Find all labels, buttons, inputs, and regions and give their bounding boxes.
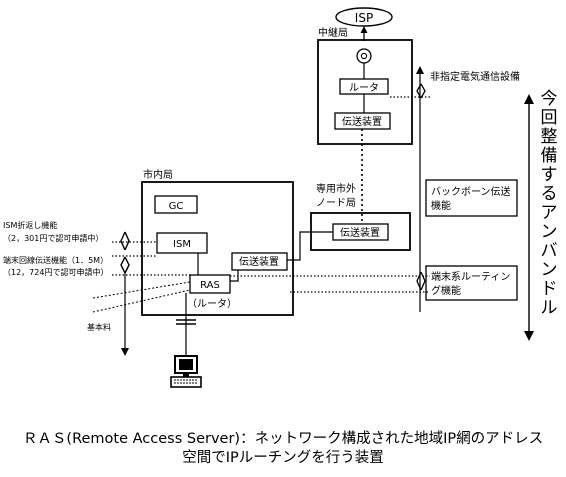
city-station-label: 市内局 [143,168,173,181]
routing-function-line2: グ機能 [431,284,461,297]
line-fee-label-2: （12，724円で認可申請中） [3,267,108,277]
ras-caption: ＲＡＳ(Remote Access Server)：ネットワーク構成された地域I… [0,430,566,468]
relay-transmission-label: 伝送装置 [342,115,382,128]
toll-station-label-2: ノード局 [316,197,356,209]
ras-box [189,274,231,294]
relay-station-box [317,39,413,145]
routing-function-line1: 端末系ルーティン [431,270,510,283]
ism-label: ISM [173,239,191,250]
network-diagram: ISP 中継局 ルータ 伝送装置 非指定電気通信設備 専用市外 ノード局 伝送装… [3,7,558,388]
backbone-function-box [425,179,518,217]
unbundle-arrow-bottom [524,331,534,341]
ras-label: RAS [200,280,220,291]
non-designated-label: 非指定電気通信設備 [430,70,520,83]
toll-transmission-label: 伝送装置 [340,226,380,239]
city-transmission-label: 伝送装置 [239,255,279,268]
unbundle-vertical-label: 今回整備するアンバンドル [541,89,558,318]
ism-fee-label-2: （2，301円で認可申請中） [3,233,103,243]
line-fee-label-1: 端末回線伝送機能（1．5M） [3,255,108,265]
line-marker-right [124,256,130,274]
backbone-function-line1: バックボーン伝送 [431,185,511,198]
unbundle-vertical-text: 今回整備するアンバンドル [541,89,558,318]
isp-label: ISP [355,11,373,25]
relay-node-inner [360,52,368,60]
toll-station-label-1: 専用市外 [316,182,356,195]
diag-dashed-1 [92,281,191,299]
caption-line-1: ＲＡＳ(Remote Access Server)：ネットワーク構成された地域I… [22,431,544,447]
caption-line-2: 空間でIPルーチングを行う装置 [182,450,384,466]
basic-fee-label: 基本料 [87,322,111,332]
gc-label: GC [169,201,184,212]
non-designated-marker-right [420,83,426,99]
ism-marker-left [120,231,126,251]
relay-node-outer [356,48,372,64]
ism-marker-right [124,231,130,251]
gc-box [154,195,198,214]
unbundle-arrow-top [524,94,534,104]
diag-dashed-2 [92,289,191,313]
terminal-pc-icon [170,355,202,388]
routing-marker-left [416,271,422,291]
city-transmission-box [231,252,288,271]
relay-router-box [339,78,389,95]
relay-router-label: ルータ [349,82,379,94]
backbone-function-line2: 機能 [431,199,451,212]
ras-transmission-line [230,270,239,282]
ism-box [156,232,208,254]
routing-function-box [425,265,518,301]
ism-fee-label-1: ISM折返し機能 [3,220,57,230]
ras-sub-label: （ルータ） [187,298,237,310]
routing-marker-right [420,271,426,291]
relay-station-label: 中継局 [318,26,348,39]
line-marker-left [120,256,126,274]
left-bracket-bottom [121,348,129,356]
city-toll-line [287,231,333,261]
city-station-box [141,181,294,316]
isp-arrowhead [360,26,368,33]
right-bracket-top [416,66,424,74]
